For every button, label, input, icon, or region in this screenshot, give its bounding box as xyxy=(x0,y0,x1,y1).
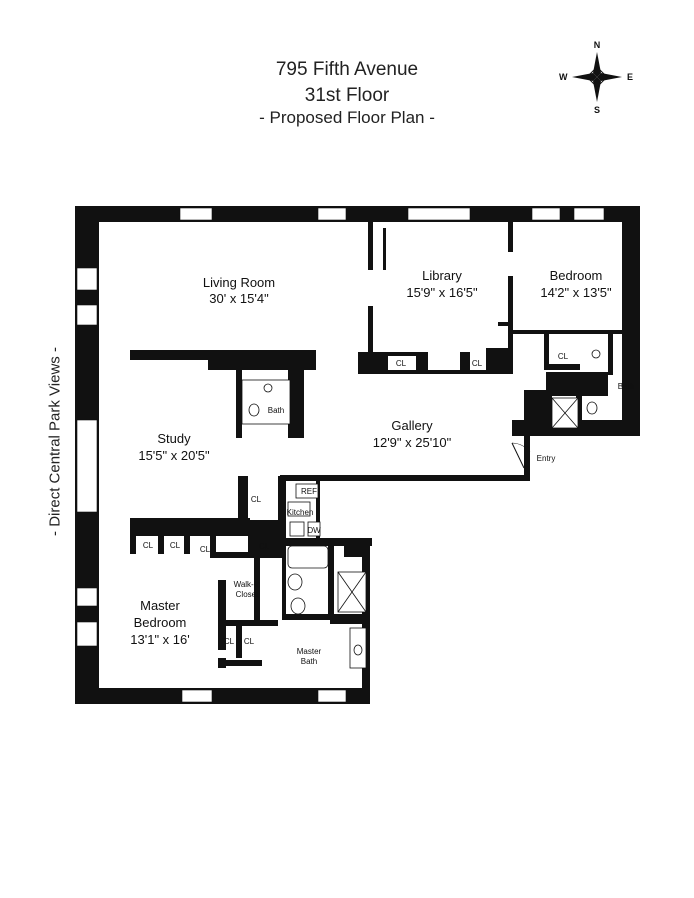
walk-in-closet-label-2: Closet xyxy=(236,590,259,599)
compass-east: E xyxy=(627,72,633,82)
closet-label: CL xyxy=(200,545,211,554)
bedroom-bath-label: Bath xyxy=(618,382,634,391)
plan-subtitle: - Proposed Floor Plan - xyxy=(259,108,435,127)
master-bedroom-name-1: Master xyxy=(140,598,180,613)
library-size: 15'9" x 16'5" xyxy=(406,285,478,300)
closet-label: CL xyxy=(558,352,569,361)
closet-label: CL xyxy=(143,541,154,550)
interior-walls xyxy=(130,222,622,668)
bedroom-name: Bedroom xyxy=(550,268,603,283)
master-bedroom-size: 13'1" x 16' xyxy=(130,632,189,647)
compass-west: W xyxy=(559,72,568,82)
closet-label: CL xyxy=(396,359,407,368)
compass-icon: N S E W xyxy=(559,40,633,115)
toilet-icon xyxy=(248,403,260,417)
closet-label: CL xyxy=(251,495,262,504)
sink-icon xyxy=(289,521,305,537)
study-name: Study xyxy=(157,431,191,446)
fridge-label: REF xyxy=(301,487,317,496)
master-bedroom-name-2: Bedroom xyxy=(134,615,187,630)
compass-south: S xyxy=(594,105,600,115)
room-labels: Living Room 30' x 15'4" Library 15'9" x … xyxy=(130,268,634,666)
floor-title: 31st Floor xyxy=(304,85,390,106)
walk-in-closet-label-1: Walk-In xyxy=(234,580,261,589)
compass-north: N xyxy=(594,40,601,50)
closet-label: CL xyxy=(170,541,181,550)
master-bath-label-1: Master xyxy=(297,647,322,656)
dishwasher-label: DW xyxy=(307,526,321,535)
closet-label: CL xyxy=(244,637,255,646)
entry-label: Entry xyxy=(537,454,556,463)
fridge-icon xyxy=(295,483,319,499)
bathtub-icon xyxy=(287,545,329,569)
gallery-size: 12'9" x 25'10" xyxy=(373,435,452,450)
sink-icon xyxy=(591,349,601,359)
study-size: 15'5" x 20'5" xyxy=(138,448,210,463)
sink-icon xyxy=(353,644,363,656)
living-room-name: Living Room xyxy=(203,275,275,290)
fixtures xyxy=(241,349,601,669)
address-title: 795 Fifth Avenue xyxy=(275,59,419,80)
closet-labels: CL CL CL CL CL CL CL CL CL CL xyxy=(143,352,569,646)
master-bath-label-2: Bath xyxy=(301,657,317,666)
toilet-icon xyxy=(290,597,306,615)
windows xyxy=(76,207,605,703)
kitchen-label: Kitchen xyxy=(287,508,314,517)
sink-icon xyxy=(263,383,273,393)
gallery-name: Gallery xyxy=(391,418,433,433)
dishwasher-icon xyxy=(307,521,321,537)
library-name: Library xyxy=(422,268,462,283)
stove-icon xyxy=(287,501,311,517)
bedroom-size: 14'2" x 13'5" xyxy=(540,285,612,300)
closet-label: CL xyxy=(472,359,483,368)
closet-label: CL xyxy=(224,637,235,646)
bath-label: Bath xyxy=(268,406,284,415)
entry-door xyxy=(511,442,531,469)
toilet-icon xyxy=(287,573,303,591)
living-room-size: 30' x 15'4" xyxy=(209,291,269,306)
closet-label: CL xyxy=(259,542,270,551)
toilet-icon xyxy=(586,401,598,415)
